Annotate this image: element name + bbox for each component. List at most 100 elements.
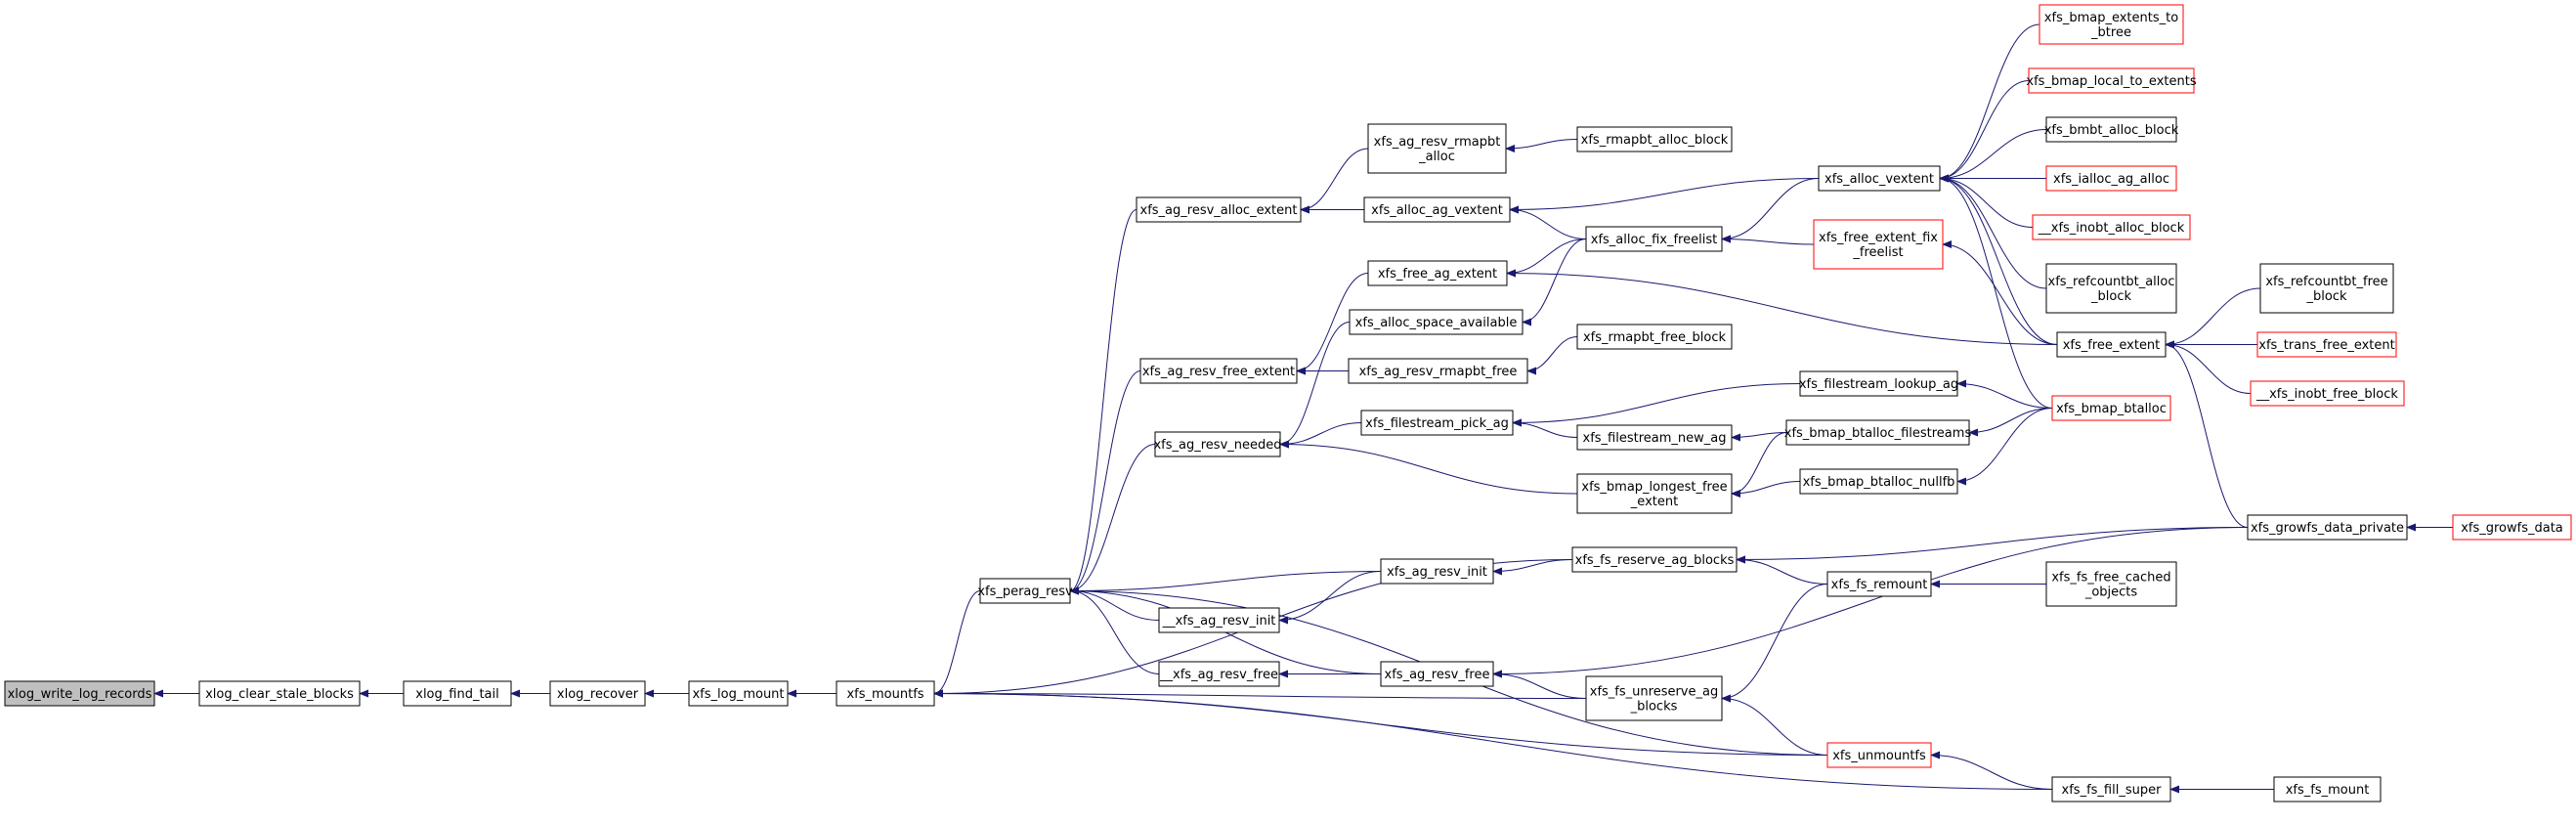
function-node[interactable]: xfs_bmap_btalloc_nullfb (1799, 468, 1958, 495)
function-node-label: xfs_ag_resv_alloc_extent (1140, 203, 1298, 218)
call-edge (1939, 174, 2058, 345)
function-node[interactable]: __xfs_ag_resv_init (1158, 607, 1280, 633)
function-node[interactable]: xlog_find_tail (403, 680, 512, 707)
function-node-label: xfs_fs_free_cached (2051, 571, 2170, 585)
function-node[interactable]: xfs_rmapbt_alloc_block (1576, 126, 1733, 152)
function-node[interactable]: xfs_free_extent_fix_freelist (1813, 219, 1944, 270)
function-node[interactable]: xfs_free_ag_extent (1367, 260, 1508, 286)
function-node-label: xfs_ag_resv_rmapbt_free (1359, 365, 1518, 379)
function-node[interactable]: xfs_bmap_extents_to_btree (2039, 4, 2184, 45)
function-node[interactable]: xfs_mountfs (836, 680, 935, 707)
call-edge (1939, 129, 2047, 183)
function-node[interactable]: xfs_alloc_fix_freelist (1585, 226, 1723, 252)
call-edge (1069, 586, 1160, 674)
function-node-label: xfs_growfs_data (2461, 521, 2563, 536)
call-edge (1522, 239, 1587, 326)
function-node[interactable]: xfs_filestream_new_ag (1576, 424, 1733, 451)
function-node-label: _alloc (1418, 150, 1455, 164)
function-node-label: _objects (2084, 585, 2138, 600)
function-node[interactable]: xfs_ag_resv_alloc_extent (1136, 196, 1302, 223)
function-node[interactable]: xfs_bmbt_alloc_block (2044, 116, 2179, 143)
function-node[interactable]: xfs_fs_unreserve_ag_blocks (1585, 675, 1723, 721)
function-node[interactable]: xfs_rmapbt_free_block (1576, 324, 1733, 350)
function-node[interactable]: xfs_ag_resv_rmapbt_alloc (1367, 123, 1507, 174)
function-node[interactable]: xfs_alloc_vextent (1818, 165, 1941, 192)
function-node-box (688, 680, 789, 707)
function-node[interactable]: xfs_perag_resv (977, 578, 1073, 604)
call-edge (933, 590, 981, 698)
function-node[interactable]: __xfs_ag_resv_free (1158, 661, 1280, 687)
function-node-label: xfs_filestream_lookup_ag (1799, 377, 1958, 392)
function-node[interactable]: xfs_fs_free_cached_objects (2045, 561, 2177, 607)
function-node-label: xfs_ialloc_ag_alloc (2053, 172, 2169, 187)
function-node[interactable]: xfs_filestream_pick_ag (1360, 410, 1514, 436)
function-node[interactable]: xlog_recover (549, 680, 646, 707)
function-node[interactable]: xfs_bmap_btalloc (2051, 395, 2171, 421)
function-node[interactable]: xfs_bmap_local_to_extents (2026, 67, 2197, 94)
function-node[interactable]: xfs_ag_resv_init (1380, 558, 1494, 585)
function-node[interactable]: xfs_free_extent (2056, 331, 2167, 358)
function-node[interactable]: xfs_bmap_longest_free_extent (1576, 473, 1733, 514)
function-node[interactable]: xfs_growfs_data (2452, 514, 2572, 541)
function-node-label: xfs_fs_remount (1831, 578, 1928, 592)
function-node[interactable]: xfs_bmap_btalloc_filestreams (1784, 419, 1972, 446)
call-edge (1505, 139, 1578, 152)
function-node[interactable]: xfs_log_mount (688, 680, 789, 707)
function-node-box (2039, 4, 2184, 45)
function-node-label: _extent (1630, 495, 1678, 509)
function-node-box (2028, 67, 2195, 94)
function-node-label: xfs_bmap_btalloc_filestreams (1784, 426, 1972, 441)
function-node[interactable]: xfs_fs_fill_super (2051, 776, 2171, 802)
function-node[interactable]: xfs_fs_remount (1826, 571, 1932, 597)
call-edge (1721, 178, 1820, 243)
function-node[interactable]: xfs_ag_resv_rmapbt_free (1348, 358, 1528, 384)
function-node[interactable]: xfs_alloc_ag_vextent (1363, 196, 1511, 223)
call-edge (933, 689, 2053, 790)
function-node-label: xfs_bmap_btalloc_nullfb (1803, 475, 1955, 490)
function-node-box (1799, 468, 1958, 495)
function-node[interactable]: xfs_refcountbt_alloc_block (2045, 263, 2177, 314)
function-node-label: _freelist (1852, 245, 1903, 260)
call-edge (933, 689, 1587, 699)
function-node-box (2250, 380, 2405, 407)
function-node[interactable]: xfs_trans_free_extent (2256, 331, 2397, 358)
function-node-box (2051, 776, 2171, 802)
function-node-box (1585, 675, 1723, 721)
function-node-box (2259, 263, 2394, 314)
function-node[interactable]: xlog_write_log_records (4, 680, 155, 707)
call-edge (1731, 432, 1787, 442)
function-node-label: xfs_alloc_fix_freelist (1591, 233, 1717, 247)
function-node-label: __xfs_ag_resv_init (1162, 614, 1276, 629)
function-node-label: xfs_trans_free_extent (2258, 338, 2395, 353)
call-edge (1279, 422, 1362, 449)
function-node-label: xlog_clear_stale_blocks (205, 687, 354, 702)
call-edge (1721, 235, 1815, 245)
function-node-label: xfs_alloc_ag_vextent (1371, 203, 1503, 218)
function-node-box (1785, 419, 1970, 446)
function-node-label: xfs_alloc_vextent (1825, 172, 1934, 187)
function-node[interactable]: __xfs_inobt_free_block (2250, 380, 2405, 407)
function-node-label: xfs_bmap_local_to_extents (2026, 74, 2196, 89)
function-node[interactable]: xfs_ag_resv_free_extent (1139, 358, 1298, 384)
function-node[interactable]: xlog_clear_stale_blocks (198, 680, 361, 707)
function-node[interactable]: xfs_unmountfs (1826, 742, 1932, 768)
function-node[interactable]: xfs_growfs_data_private (2247, 514, 2408, 541)
function-node[interactable]: __xfs_inobt_alloc_block (2032, 214, 2191, 240)
call-edge (1526, 336, 1578, 375)
function-node[interactable]: xfs_filestream_lookup_ag (1799, 370, 1958, 397)
function-node-label: xfs_bmap_extents_to (2044, 11, 2178, 25)
function-node[interactable]: xfs_ialloc_ag_alloc (2045, 165, 2177, 192)
function-node[interactable]: xfs_alloc_space_available (1349, 309, 1524, 335)
call-edge (1721, 584, 1828, 703)
function-node[interactable]: xfs_ag_resv_needed (1153, 431, 1282, 457)
function-node[interactable]: xfs_fs_mount (2273, 776, 2382, 802)
function-node-box (1813, 219, 1944, 270)
function-node-label: _btree (2090, 25, 2131, 40)
function-node-box (2045, 116, 2177, 143)
function-node-label: _block (2090, 289, 2131, 304)
function-node[interactable]: xfs_fs_reserve_ag_blocks (1571, 546, 1738, 573)
function-node[interactable]: xfs_refcountbt_free_block (2259, 263, 2394, 314)
function-node[interactable]: xfs_ag_resv_free (1380, 661, 1494, 687)
call-edge (1509, 178, 1820, 214)
call-edge (1939, 80, 2030, 183)
